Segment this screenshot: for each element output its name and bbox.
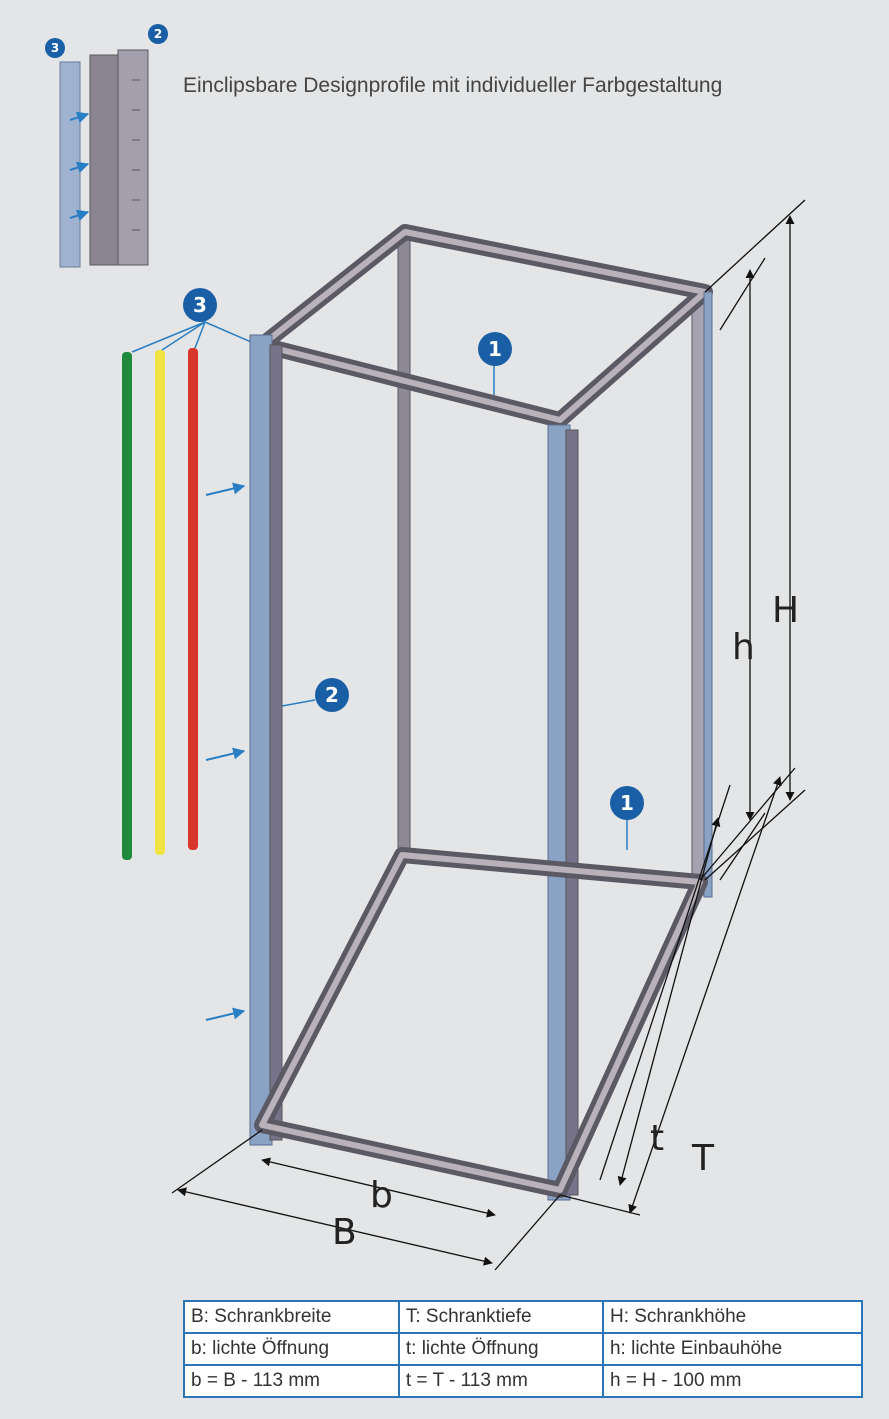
callout-badge-profiles-3: 3 [183, 288, 217, 322]
inset-arrow-1 [69, 111, 90, 124]
legend-cell: t = T - 113 mm [397, 1364, 604, 1398]
clip-arrows [205, 482, 246, 1021]
dimension-label-b: b [370, 1175, 393, 1216]
legend-cell: T: Schranktiefe [397, 1300, 604, 1334]
side-profile-left [249, 334, 273, 1146]
legend-cell: h = H - 100 mm [601, 1364, 864, 1398]
legend-row: B: Schrankbreite T: Schranktiefe H: Schr… [183, 1300, 864, 1334]
rack-frame [249, 224, 713, 1201]
legend-row: b: lichte Öffnung t: lichte Öffnung h: l… [183, 1332, 864, 1366]
legend-cell: H: Schrankhöhe [601, 1300, 864, 1334]
profile-detail-inset [59, 49, 149, 268]
design-profiles [122, 321, 259, 860]
dimension-label-H: H [772, 590, 800, 631]
headline: Einclipsbare Designprofile mit individue… [183, 74, 723, 97]
legend-cell: b = B - 113 mm [183, 1364, 400, 1398]
legend-cell: b: lichte Öffnung [183, 1332, 400, 1366]
dimension-label-T: T [692, 1138, 714, 1179]
legend-cell: B: Schrankbreite [183, 1300, 400, 1334]
legend-cell: t: lichte Öffnung [397, 1332, 604, 1366]
inset-arrow-3 [69, 209, 90, 222]
callout-badge-bottom-frame-1: 1 [610, 786, 644, 820]
dimension-label-h: h [732, 627, 755, 668]
callout-badge-top-frame-1: 1 [478, 332, 512, 366]
profile-red [188, 348, 198, 850]
dimension-label-t: t [650, 1118, 665, 1159]
profile-green [122, 352, 132, 860]
dimension-legend-table: B: Schrankbreite T: Schranktiefe H: Schr… [183, 1300, 864, 1398]
dimension-label-B: B [332, 1212, 357, 1253]
profile-yellow [155, 350, 165, 855]
dimension-lines [171, 199, 806, 1271]
callout-badge-inset-3: 3 [45, 38, 65, 58]
callout-badge-inset-2: 2 [148, 24, 168, 44]
legend-cell: h: lichte Einbauhöhe [601, 1332, 864, 1366]
callout-badge-side-frame-2: 2 [315, 678, 349, 712]
legend-row: b = B - 113 mm t = T - 113 mm h = H - 10… [183, 1364, 864, 1398]
inset-arrow-2 [69, 161, 90, 174]
